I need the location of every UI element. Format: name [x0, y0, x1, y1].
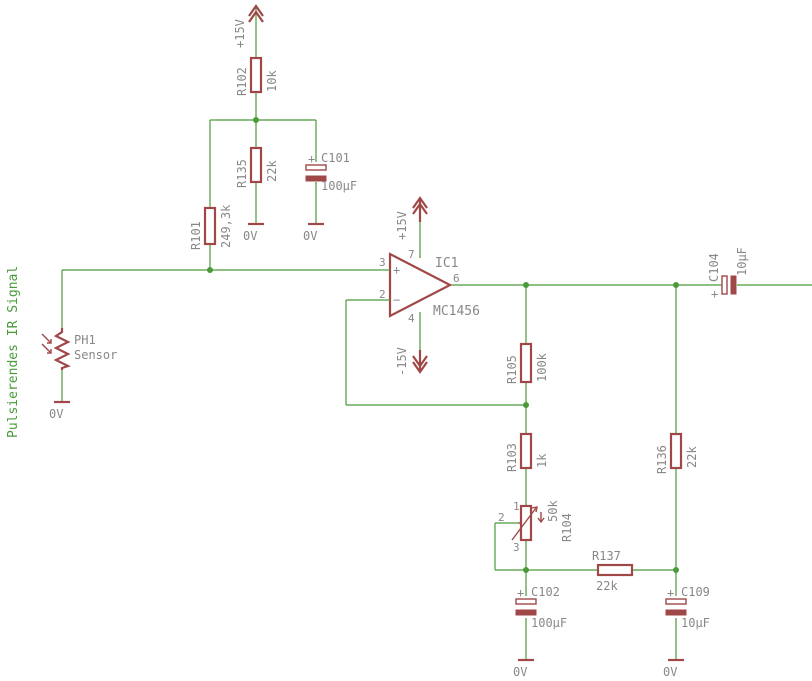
- r136-body: [669, 432, 683, 470]
- r137-body: [596, 563, 634, 577]
- gnd-label-c109: 0V: [663, 665, 677, 679]
- r137-ref: R137: [592, 549, 621, 563]
- r101-ref: R101: [189, 221, 203, 250]
- ph1-value: Sensor: [74, 348, 117, 362]
- r104-value: 50k: [546, 500, 560, 522]
- r136-value: 22k: [685, 446, 699, 468]
- r105-value: 100k: [535, 352, 549, 382]
- r104-pin1: 1: [513, 500, 520, 513]
- r103-ref: R103: [505, 443, 519, 472]
- r102-value: 10k: [265, 70, 279, 92]
- r105-ref: R105: [505, 355, 519, 384]
- junctions: [207, 117, 679, 573]
- wires: [61, 8, 812, 660]
- vpos-top-label: +15V: [233, 19, 247, 48]
- vpos-top-symbol: +15V: [233, 4, 264, 48]
- vpos-opamp-label: +15V: [395, 211, 409, 240]
- c101-value: 100µF: [321, 179, 357, 193]
- r135-body: [249, 146, 263, 184]
- c104-value: 10µF: [735, 247, 749, 276]
- gnd-label-c101: 0V: [303, 229, 317, 243]
- r102-body: [249, 56, 263, 94]
- r136-ref: R136: [655, 445, 669, 474]
- c101-plus: +: [308, 152, 315, 166]
- opamp-plus-sign: +: [393, 263, 400, 277]
- c104-plus: +: [711, 287, 718, 301]
- c102-value: 100µF: [531, 616, 567, 630]
- vneg-opamp-symbol: -15V: [395, 347, 428, 376]
- opamp-pin7: 7: [408, 248, 415, 261]
- c102-ref: C102: [531, 585, 560, 599]
- r135-ref: R135: [235, 159, 249, 188]
- opamp-part: MC1456: [433, 304, 480, 319]
- r104-pin3: 3: [513, 541, 520, 554]
- r104-ref: R104: [560, 513, 574, 542]
- r104-potentiometer: [511, 504, 538, 542]
- r137-value: 22k: [596, 579, 618, 593]
- c109-capacitor: [665, 598, 687, 616]
- c109-value: 10µF: [681, 616, 710, 630]
- ground-symbols: [54, 222, 684, 662]
- c102-plus: +: [517, 586, 524, 600]
- opamp-minus-sign: −: [393, 293, 400, 307]
- vneg-opamp-label: -15V: [395, 347, 409, 376]
- c101-capacitor: [305, 164, 327, 182]
- r103-value: 1k: [535, 453, 549, 468]
- r103-body: [519, 432, 533, 470]
- opamp-symbol: [380, 252, 453, 318]
- c109-ref: C109: [681, 585, 710, 599]
- ph1-ref: PH1: [74, 333, 96, 347]
- r135-value: 22k: [265, 160, 279, 182]
- r105-body: [519, 342, 533, 384]
- c104-ref: C104: [707, 253, 721, 282]
- r104-pin2: 2: [498, 511, 505, 524]
- c104-capacitor: [721, 275, 737, 295]
- opamp-pin4: 4: [408, 312, 415, 325]
- gnd-label-r135: 0V: [243, 229, 257, 243]
- opamp-pin3: 3: [379, 256, 386, 269]
- c109-plus: +: [667, 586, 674, 600]
- c102-capacitor: [515, 598, 537, 616]
- r102-ref: R102: [235, 67, 249, 96]
- opamp-pin6: 6: [453, 272, 460, 285]
- r104-adjust-arrow-icon: [537, 512, 545, 524]
- ph1-photoresistor: [41, 328, 71, 370]
- r101-body: [203, 206, 217, 246]
- vpos-opamp-symbol: +15V: [395, 196, 428, 240]
- opamp-ref: IC1: [435, 256, 458, 271]
- c101-ref: C101: [321, 151, 350, 165]
- r101-value: 249,3k: [219, 204, 233, 248]
- gnd-label-ph1: 0V: [49, 407, 63, 421]
- gnd-label-c102: 0V: [513, 665, 527, 679]
- signal-label: Pulsierendes IR Signal: [6, 266, 21, 438]
- opamp-pin2: 2: [379, 288, 386, 301]
